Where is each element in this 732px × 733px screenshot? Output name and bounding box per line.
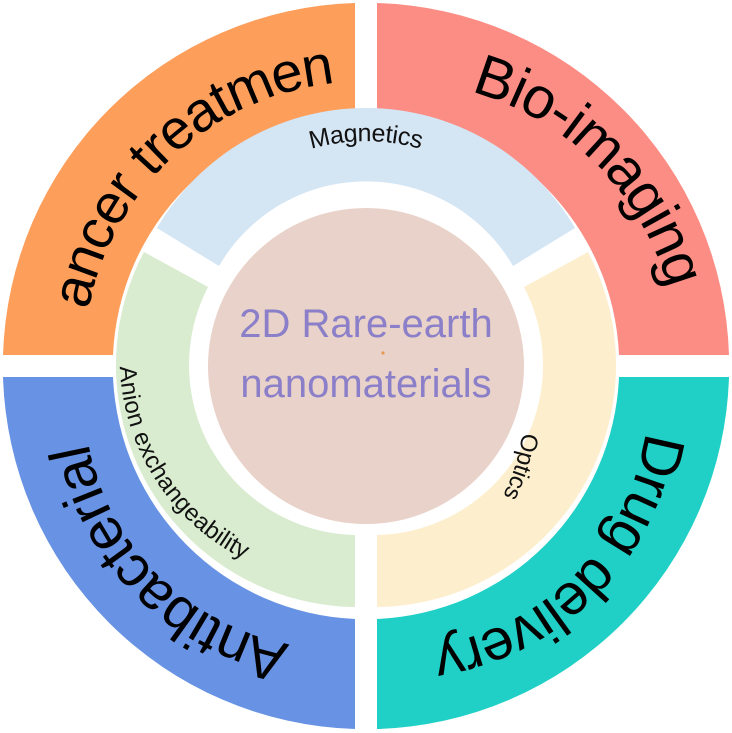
segment-bio-imaging [377,3,729,355]
inner-ring [115,107,617,607]
segment-optics [377,252,617,607]
outer-ring [3,3,729,729]
center-circle [208,208,524,524]
center-title-line-1: 2D Rare-earth [239,302,492,346]
segment-magnetics [157,107,575,266]
segment-cancer-treatment [3,3,355,355]
segment-antibacterial [3,377,355,729]
segment-drug-delivery [377,377,729,729]
segment-anion-exchangeability [115,252,355,607]
center-dot [381,351,385,355]
center-title-line-2: nanomaterials [240,362,491,406]
